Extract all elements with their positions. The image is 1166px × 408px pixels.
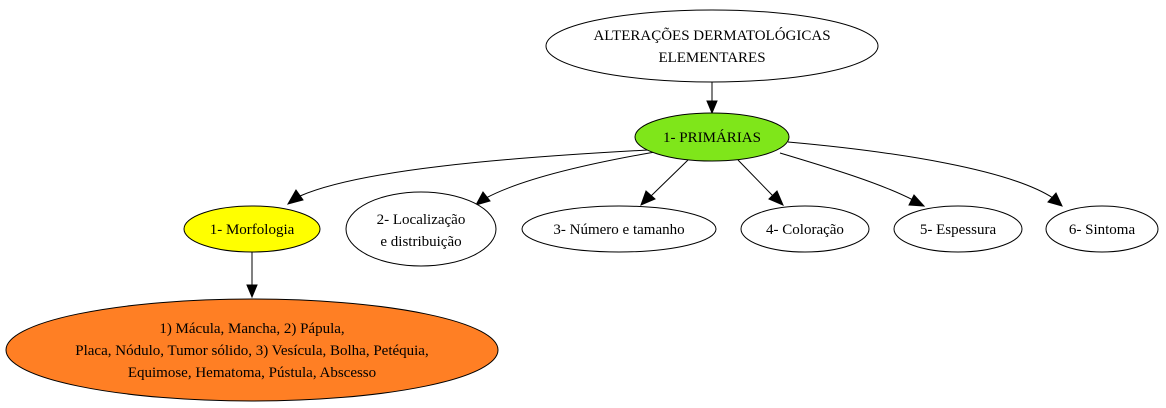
edge-primary-morfologia [299, 149, 649, 197]
node-sintoma-shape [1045, 205, 1159, 253]
arrowhead-primary-sintoma [1047, 192, 1063, 207]
arrowhead-morfologia-leaf [246, 284, 258, 299]
node-espessura: 5- Espessura [893, 205, 1023, 253]
node-root-line-1: ALTERAÇÕES DERMATOLÓGICAS [593, 27, 830, 44]
diagram-edges [246, 82, 1063, 299]
node-sintoma: 6- Sintoma [1045, 205, 1159, 253]
node-espessura-shape [893, 205, 1023, 253]
node-leaf-line-2: Placa, Nódulo, Tumor sólido, 3) Vesícula… [75, 343, 428, 359]
node-leaf-line-3: Equimose, Hematoma, Pústula, Abscesso [128, 365, 376, 381]
node-morfologia-label: 1- Morfologia [210, 222, 295, 238]
node-leaf-shape [5, 298, 499, 402]
node-root-line-2: ELEMENTARES [658, 50, 765, 66]
node-numero: 3- Número e tamanho [521, 205, 717, 253]
node-primary-shape [634, 112, 790, 162]
node-espessura-label: 5- Espessura [920, 222, 997, 238]
node-localizacao-line-1: 2- Localização [377, 212, 466, 228]
node-localizacao-shape [345, 191, 497, 267]
node-localizacao-line-2: e distribuição [380, 234, 461, 250]
node-localizacao: 2- Localização e distribuição [345, 191, 497, 267]
node-numero-label: 3- Número e tamanho [553, 222, 684, 238]
node-leaf: 1) Mácula, Mancha, 2) Pápula, Placa, Nód… [5, 298, 499, 402]
node-morfologia: 1- Morfologia [183, 205, 321, 253]
node-sintoma-label: 6- Sintoma [1069, 222, 1136, 238]
node-coloracao-shape [740, 205, 870, 253]
node-root-shape [545, 9, 879, 83]
arrowhead-primary-numero [640, 190, 656, 206]
node-leaf-line-1: 1) Mácula, Mancha, 2) Pápula, [159, 321, 344, 337]
arrowhead-primary-coloracao [768, 190, 784, 206]
arrowhead-primary-morfologia [286, 189, 304, 205]
edge-primary-coloracao [737, 159, 774, 197]
edge-primary-espessura [779, 152, 914, 201]
node-coloracao-label: 4- Coloração [766, 222, 844, 238]
node-primary-label: 1- PRIMÁRIAS [663, 129, 761, 146]
node-numero-shape [521, 205, 717, 253]
edge-primary-localizacao [485, 151, 656, 199]
arrowhead-root-primary [706, 100, 718, 115]
node-primary: 1- PRIMÁRIAS [634, 112, 790, 162]
arrowhead-primary-localizacao [474, 191, 491, 206]
edge-primary-numero [650, 159, 689, 197]
node-morfologia-shape [183, 205, 321, 253]
node-coloracao: 4- Coloração [740, 205, 870, 253]
edge-primary-sintoma [787, 141, 1054, 199]
node-root: ALTERAÇÕES DERMATOLÓGICAS ELEMENTARES [545, 9, 879, 83]
arrowhead-primary-espessura [908, 194, 926, 207]
